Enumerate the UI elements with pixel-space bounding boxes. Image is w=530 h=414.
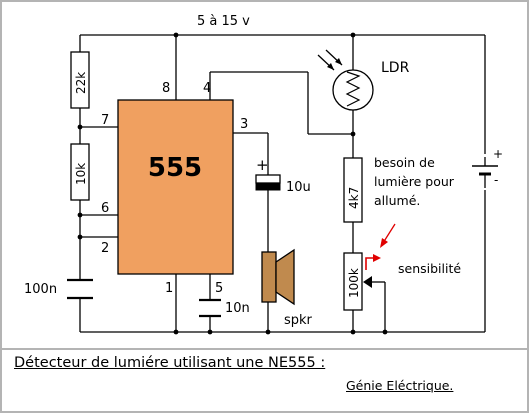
pin-4-label: 4 xyxy=(203,81,211,96)
potentiometer-wiper xyxy=(363,276,372,288)
ic-555-label: 555 xyxy=(148,153,202,183)
potentiometer-100k-label: 100k xyxy=(347,268,361,298)
ldr-note-line3: allumé. xyxy=(374,193,420,208)
wires xyxy=(79,34,486,333)
pin-2-label: 2 xyxy=(101,241,109,256)
capacitor-10n xyxy=(199,298,221,318)
capacitor-10n-label: 10n xyxy=(225,301,250,316)
pin-5-label: 5 xyxy=(215,281,223,296)
battery-plus-label: + xyxy=(493,147,503,161)
resistor-22k xyxy=(70,51,90,109)
capacitor-100n xyxy=(67,278,93,300)
resistor-10k xyxy=(70,143,90,201)
capacitor-100n-label: 100n xyxy=(24,282,57,297)
ldr-note-line1: besoin de xyxy=(374,155,435,170)
potentiometer-100k xyxy=(343,252,363,311)
resistor-10k-label: 10k xyxy=(74,163,88,185)
speaker-symbol xyxy=(261,248,295,306)
speaker-label: spkr xyxy=(284,313,313,328)
supply-voltage-label: 5 à 15 v xyxy=(197,14,250,29)
ldr-label: LDR xyxy=(381,60,410,76)
ldr-note-line2: lumière pour xyxy=(374,174,455,189)
caption-title: Détecteur de lumiére utilisant une NE555… xyxy=(14,355,326,371)
caption-author: Génie Eléctrique. xyxy=(346,378,454,393)
resistor-22k-label: 22k xyxy=(74,72,88,94)
pin-8-label: 8 xyxy=(162,81,170,96)
sensitivity-label: sensibilité xyxy=(398,261,461,276)
battery-minus-label: - xyxy=(494,173,498,187)
pin-6-label: 6 xyxy=(101,201,109,216)
pin-7-label: 7 xyxy=(101,113,109,128)
capacitor-10u-polarity: + xyxy=(256,156,269,174)
capacitor-10u xyxy=(255,174,281,191)
battery-symbol xyxy=(470,154,500,190)
resistor-4k7 xyxy=(343,157,363,223)
pin-1-label: 1 xyxy=(165,281,173,296)
sensitivity-arrow-icon xyxy=(365,223,396,270)
ic-555-body xyxy=(117,99,234,275)
resistor-4k7-label: 4k7 xyxy=(347,187,361,209)
junctions xyxy=(77,32,388,335)
capacitor-10u-label: 10u xyxy=(286,180,311,195)
ldr-symbol xyxy=(317,49,374,111)
pin-3-label: 3 xyxy=(240,117,248,132)
